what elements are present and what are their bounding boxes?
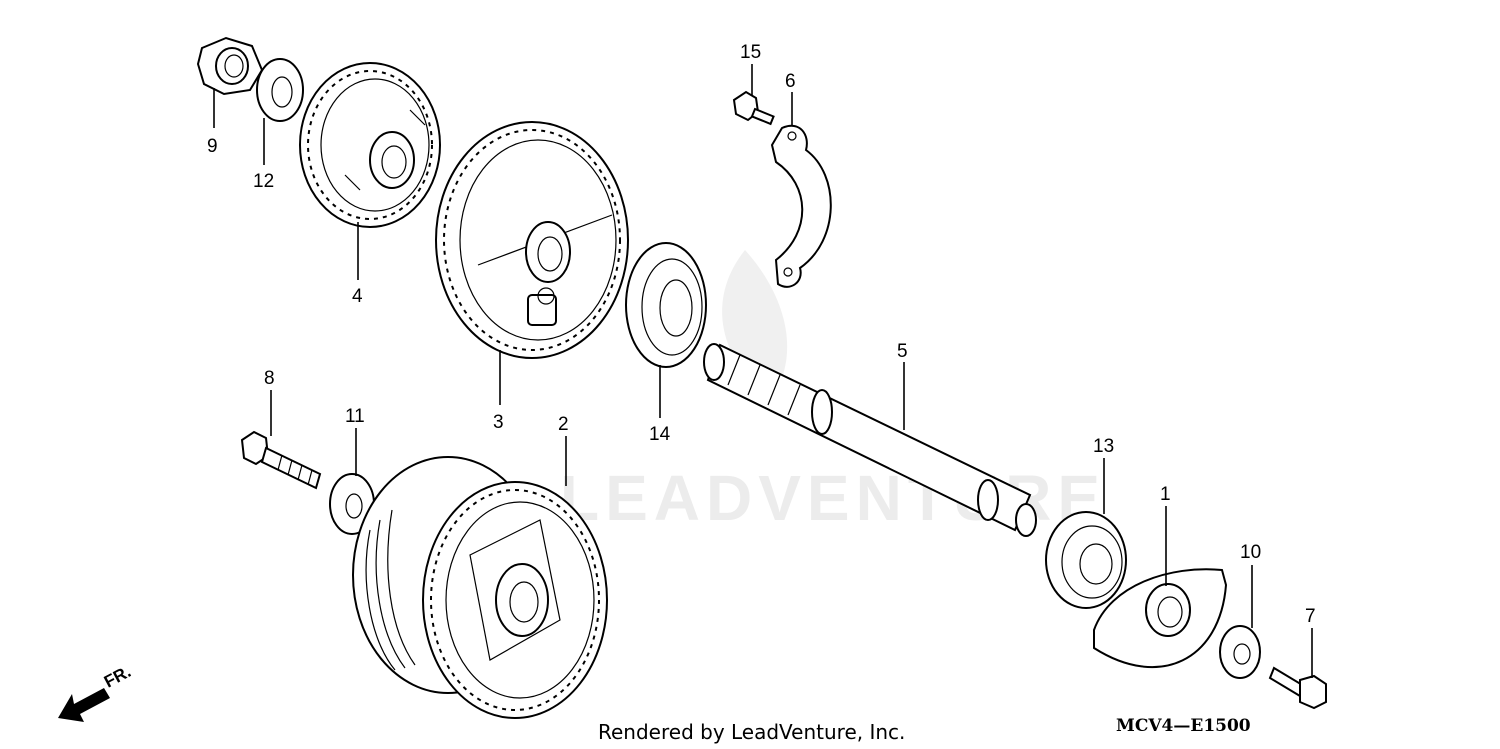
- diagram-code: MCV4—E1500: [1116, 716, 1251, 736]
- part-13-bearing[interactable]: [1045, 511, 1127, 609]
- part-10-washer[interactable]: [1219, 625, 1261, 679]
- callout-9[interactable]: 9: [207, 136, 218, 157]
- callout-6[interactable]: 6: [785, 71, 796, 92]
- front-label: FR.: [101, 662, 134, 692]
- part-12-washer[interactable]: [256, 58, 304, 122]
- callout-3[interactable]: 3: [493, 412, 504, 433]
- part-9-nut[interactable]: [196, 36, 264, 96]
- part-3-gear[interactable]: [435, 121, 629, 359]
- arrow-front-icon: [58, 688, 110, 722]
- callout-11[interactable]: 11: [345, 406, 365, 427]
- callout-1[interactable]: 1: [1160, 484, 1171, 505]
- callout-13[interactable]: 13: [1093, 436, 1114, 457]
- callouts: 9 12 4 3 14 15 6 5 8 11 2 13 1 10 7: [207, 42, 1316, 627]
- part-7-bolt[interactable]: [1268, 666, 1327, 710]
- part-15-bolt[interactable]: [732, 90, 775, 126]
- callout-14[interactable]: 14: [649, 424, 671, 445]
- part-2-gear-drum[interactable]: [352, 456, 608, 719]
- callout-4[interactable]: 4: [352, 286, 363, 307]
- callout-10[interactable]: 10: [1240, 542, 1261, 563]
- callout-5[interactable]: 5: [897, 341, 908, 362]
- part-4-gear[interactable]: [299, 62, 441, 228]
- callout-7[interactable]: 7: [1305, 606, 1316, 627]
- callout-12[interactable]: 12: [253, 171, 274, 192]
- part-1-plate[interactable]: [1093, 568, 1228, 668]
- part-8-bolt[interactable]: [240, 430, 322, 490]
- callout-15[interactable]: 15: [740, 42, 761, 63]
- callout-2[interactable]: 2: [558, 414, 569, 435]
- leader-lines: [213, 64, 1313, 678]
- front-direction-marker: FR.: [58, 662, 134, 722]
- callout-8[interactable]: 8: [264, 368, 275, 389]
- part-14-bearing[interactable]: [625, 242, 707, 368]
- part-5-shaft[interactable]: [703, 343, 1037, 537]
- part-6-bracket[interactable]: [770, 124, 832, 288]
- rendered-by-text: Rendered by LeadVenture, Inc.: [598, 720, 905, 744]
